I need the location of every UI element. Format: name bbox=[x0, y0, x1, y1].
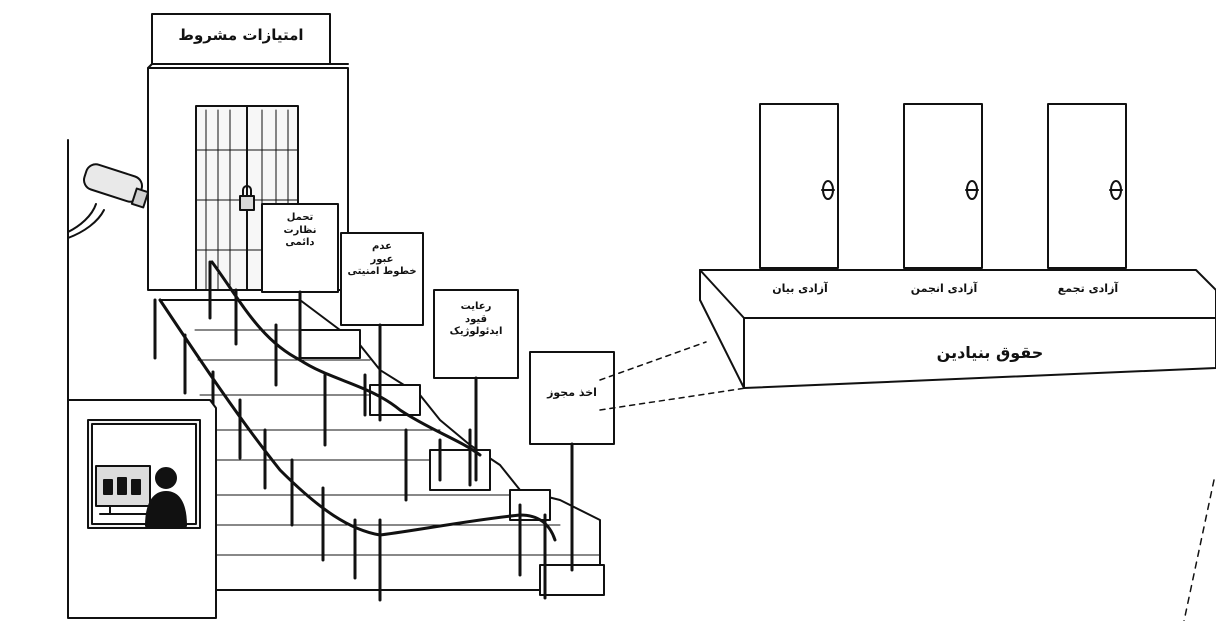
guard-booth bbox=[68, 400, 216, 618]
privileges-title: امتیازات مشروط bbox=[152, 26, 330, 45]
sign-3-text: رعایت قیود ایدئولوژیک bbox=[434, 301, 518, 339]
door-freedom-of-association bbox=[904, 104, 982, 268]
sign-4-text: اخذ مجوز bbox=[530, 386, 614, 400]
sign-1-text: تحمل نظارت دائمی bbox=[262, 212, 338, 250]
door-2-label: آزادی انجمن bbox=[896, 282, 992, 296]
dashed-connectors bbox=[600, 342, 746, 410]
sign-2-text: عدم عبور خطوط امنیتی bbox=[341, 241, 423, 279]
dashed-edge bbox=[1184, 480, 1214, 621]
security-camera-icon bbox=[68, 162, 148, 238]
staircase bbox=[160, 300, 604, 595]
door-1-label: آزادی بیان bbox=[752, 282, 848, 296]
door-freedom-of-speech bbox=[760, 104, 838, 268]
rights-title: حقوق بنیادین bbox=[760, 343, 1216, 363]
door-freedom-of-assembly bbox=[1048, 104, 1126, 268]
door-3-label: آزادی تجمع bbox=[1040, 282, 1136, 296]
monitor-icon bbox=[96, 466, 150, 514]
